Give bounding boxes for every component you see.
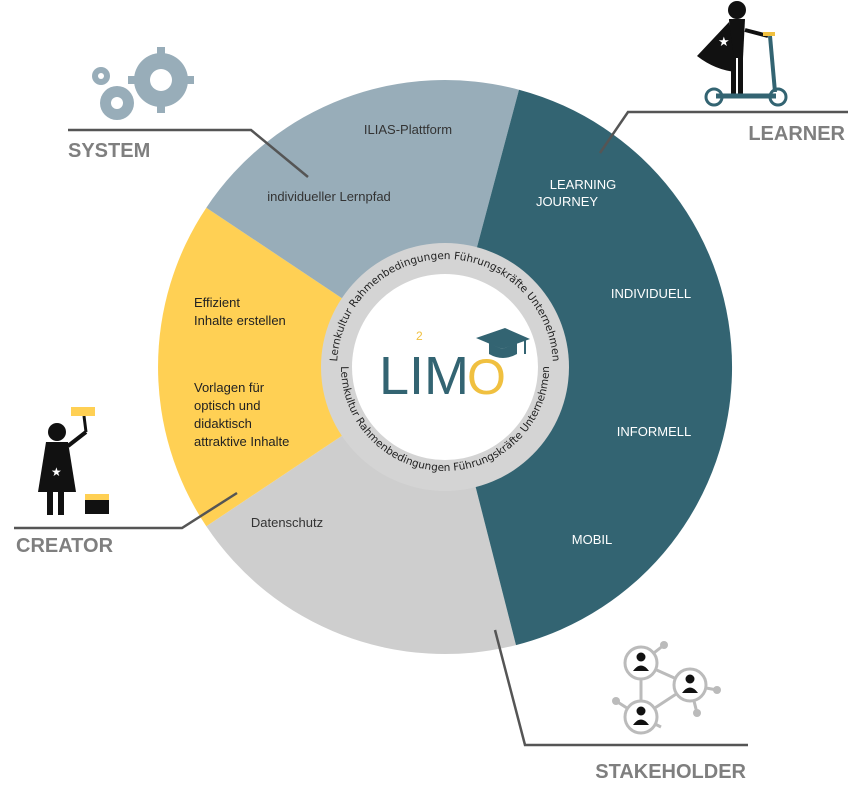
creator-line-2: Inhalte erstellen	[194, 313, 286, 328]
stakeholder-label: STAKEHOLDER	[595, 761, 746, 783]
creator-line-3: Vorlagen für	[194, 380, 265, 395]
network-people-icon	[612, 641, 721, 735]
graduation-cap-icon	[476, 328, 530, 358]
creator-line-4: optisch und	[194, 398, 261, 413]
gears-icon	[92, 47, 194, 120]
segment-creator[interactable]	[158, 207, 445, 527]
scooter-hero-icon: ★	[697, 1, 788, 107]
connector-lines	[14, 110, 848, 747]
logo-o: O	[467, 349, 506, 405]
donut-chart	[158, 80, 733, 655]
stakeholder-line-1: Datenschutz	[251, 515, 323, 530]
limo-logo: LIM O 2	[379, 328, 530, 406]
creator-connector	[14, 491, 238, 530]
stakeholder-connector	[493, 629, 748, 747]
logo-superscript: 2	[416, 329, 423, 343]
system-label: SYSTEM	[68, 140, 150, 162]
creator-line-1: Effizient	[194, 295, 240, 310]
system-line-2: individueller Lernpfad	[267, 189, 391, 204]
learner-line-5: MOBIL	[572, 532, 612, 547]
learner-line-3: INDIVIDUELL	[611, 286, 691, 301]
logo-text: LIM	[379, 346, 469, 406]
creator-line-6: attraktive Inhalte	[194, 434, 289, 449]
learner-connector	[598, 110, 848, 154]
learner-line-2: JOURNEY	[536, 194, 598, 209]
system-line-1: ILIAS-Plattform	[364, 122, 452, 137]
creator-line-5: didaktisch	[194, 416, 252, 431]
svg-text:★: ★	[718, 35, 730, 50]
segment-learner[interactable]	[445, 89, 733, 646]
creator-label: CREATOR	[16, 535, 114, 557]
center-disc	[352, 274, 538, 460]
system-connector	[68, 128, 309, 178]
svg-text:★: ★	[51, 465, 62, 479]
learner-line-4: INFORMELL	[617, 424, 691, 439]
painter-icon: ★	[38, 407, 109, 515]
learner-line-1: LEARNING	[550, 177, 616, 192]
learner-label: LEARNER	[748, 123, 845, 145]
